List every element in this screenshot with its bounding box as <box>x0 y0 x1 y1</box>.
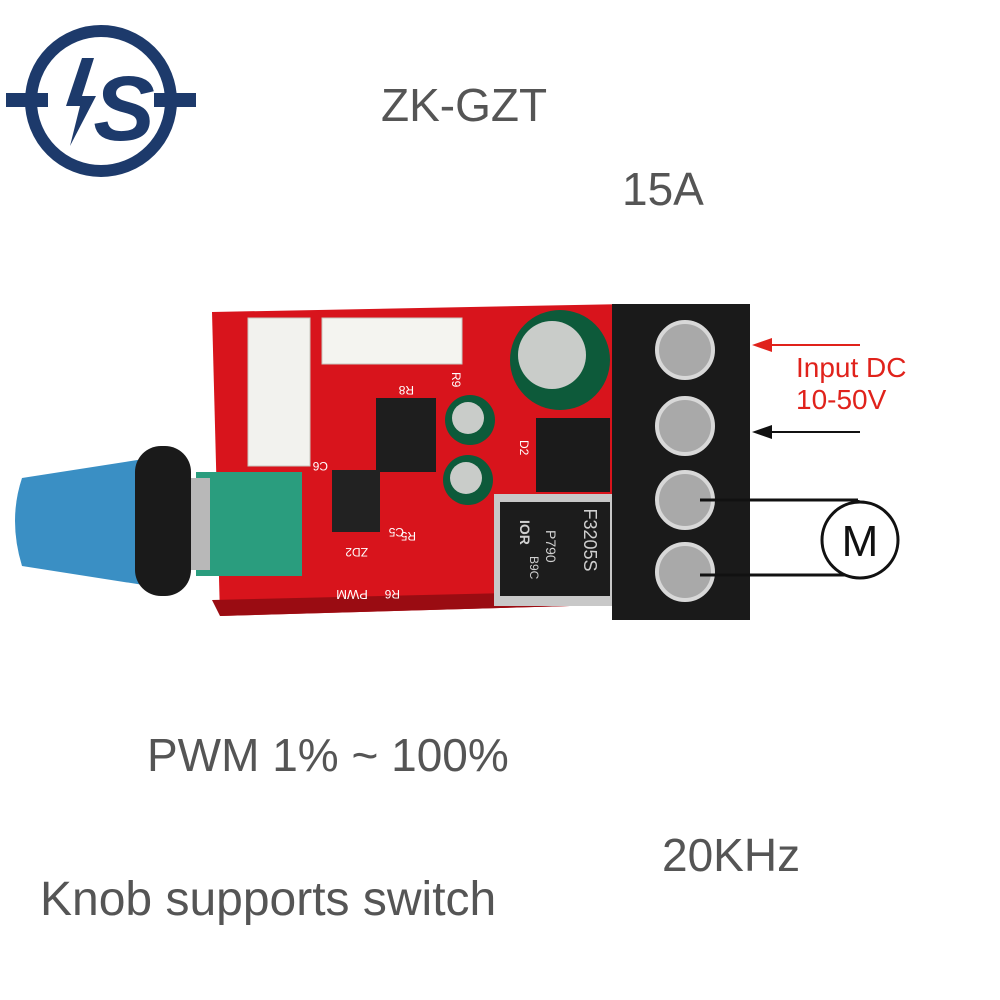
diode-silkscreen: D2 <box>517 440 531 456</box>
pwm-frequency: 20KHz <box>662 829 801 881</box>
logo-bar-right <box>154 93 196 107</box>
screw-icon <box>655 542 715 602</box>
resistor-silkscreen-r9: R9 <box>449 372 463 388</box>
zener-silkscreen: ZD2 <box>345 545 368 559</box>
brand-logo: S <box>6 25 196 177</box>
mosfet-code: P790 <box>543 530 559 563</box>
mosfet-lot: B9C <box>527 556 541 580</box>
capacitor-small-2-top <box>450 462 482 494</box>
knob-grip <box>135 446 191 596</box>
screw-icon <box>655 396 715 456</box>
knob-switch-note: Knob supports switch <box>40 873 497 926</box>
mosfet-body <box>500 502 610 596</box>
pwm-range: PWM 1% ~ 100% <box>147 729 509 781</box>
connector-1 <box>247 317 311 467</box>
input-dc-label: Input DC 10-50V <box>796 352 907 416</box>
motor-symbol <box>820 500 900 580</box>
screw-icon <box>655 320 715 380</box>
resistor-silkscreen-r5: R5 <box>400 529 416 543</box>
terminal-screws <box>655 320 715 602</box>
motor-symbol-label: M <box>842 517 879 566</box>
model-number: ZK-GZT <box>381 79 548 131</box>
input-dc-line2: 10-50V <box>796 384 887 415</box>
logo-bar-left <box>6 93 48 107</box>
connector-2 <box>321 317 463 365</box>
capacitor-silkscreen-c6: C6 <box>312 459 328 473</box>
knob-cap <box>15 458 150 586</box>
mosfet-label: F3205S <box>580 508 600 571</box>
capacitor-small-1-top <box>452 402 484 434</box>
input-negative-arrowhead <box>752 425 772 439</box>
resistor-silkscreen-r6: R6 <box>384 587 400 601</box>
ic-chip-1 <box>376 398 436 472</box>
input-dc-line1: Input DC <box>796 352 907 383</box>
pwm-silkscreen: PWM <box>336 587 368 602</box>
logo-letter: S <box>93 58 154 160</box>
mosfet-brand: IOR <box>517 520 533 545</box>
potentiometer-body <box>196 472 302 576</box>
capacitor-silkscreen-c5: C5 <box>388 525 404 539</box>
logo-bolt-icon <box>66 58 96 146</box>
ic-chip-2 <box>332 470 380 532</box>
resistor-silkscreen-r8: R8 <box>398 383 414 397</box>
input-positive-arrowhead <box>752 338 772 352</box>
current-rating: 15A <box>622 163 704 215</box>
capacitor-large-top <box>518 321 586 389</box>
regulator <box>536 418 610 492</box>
